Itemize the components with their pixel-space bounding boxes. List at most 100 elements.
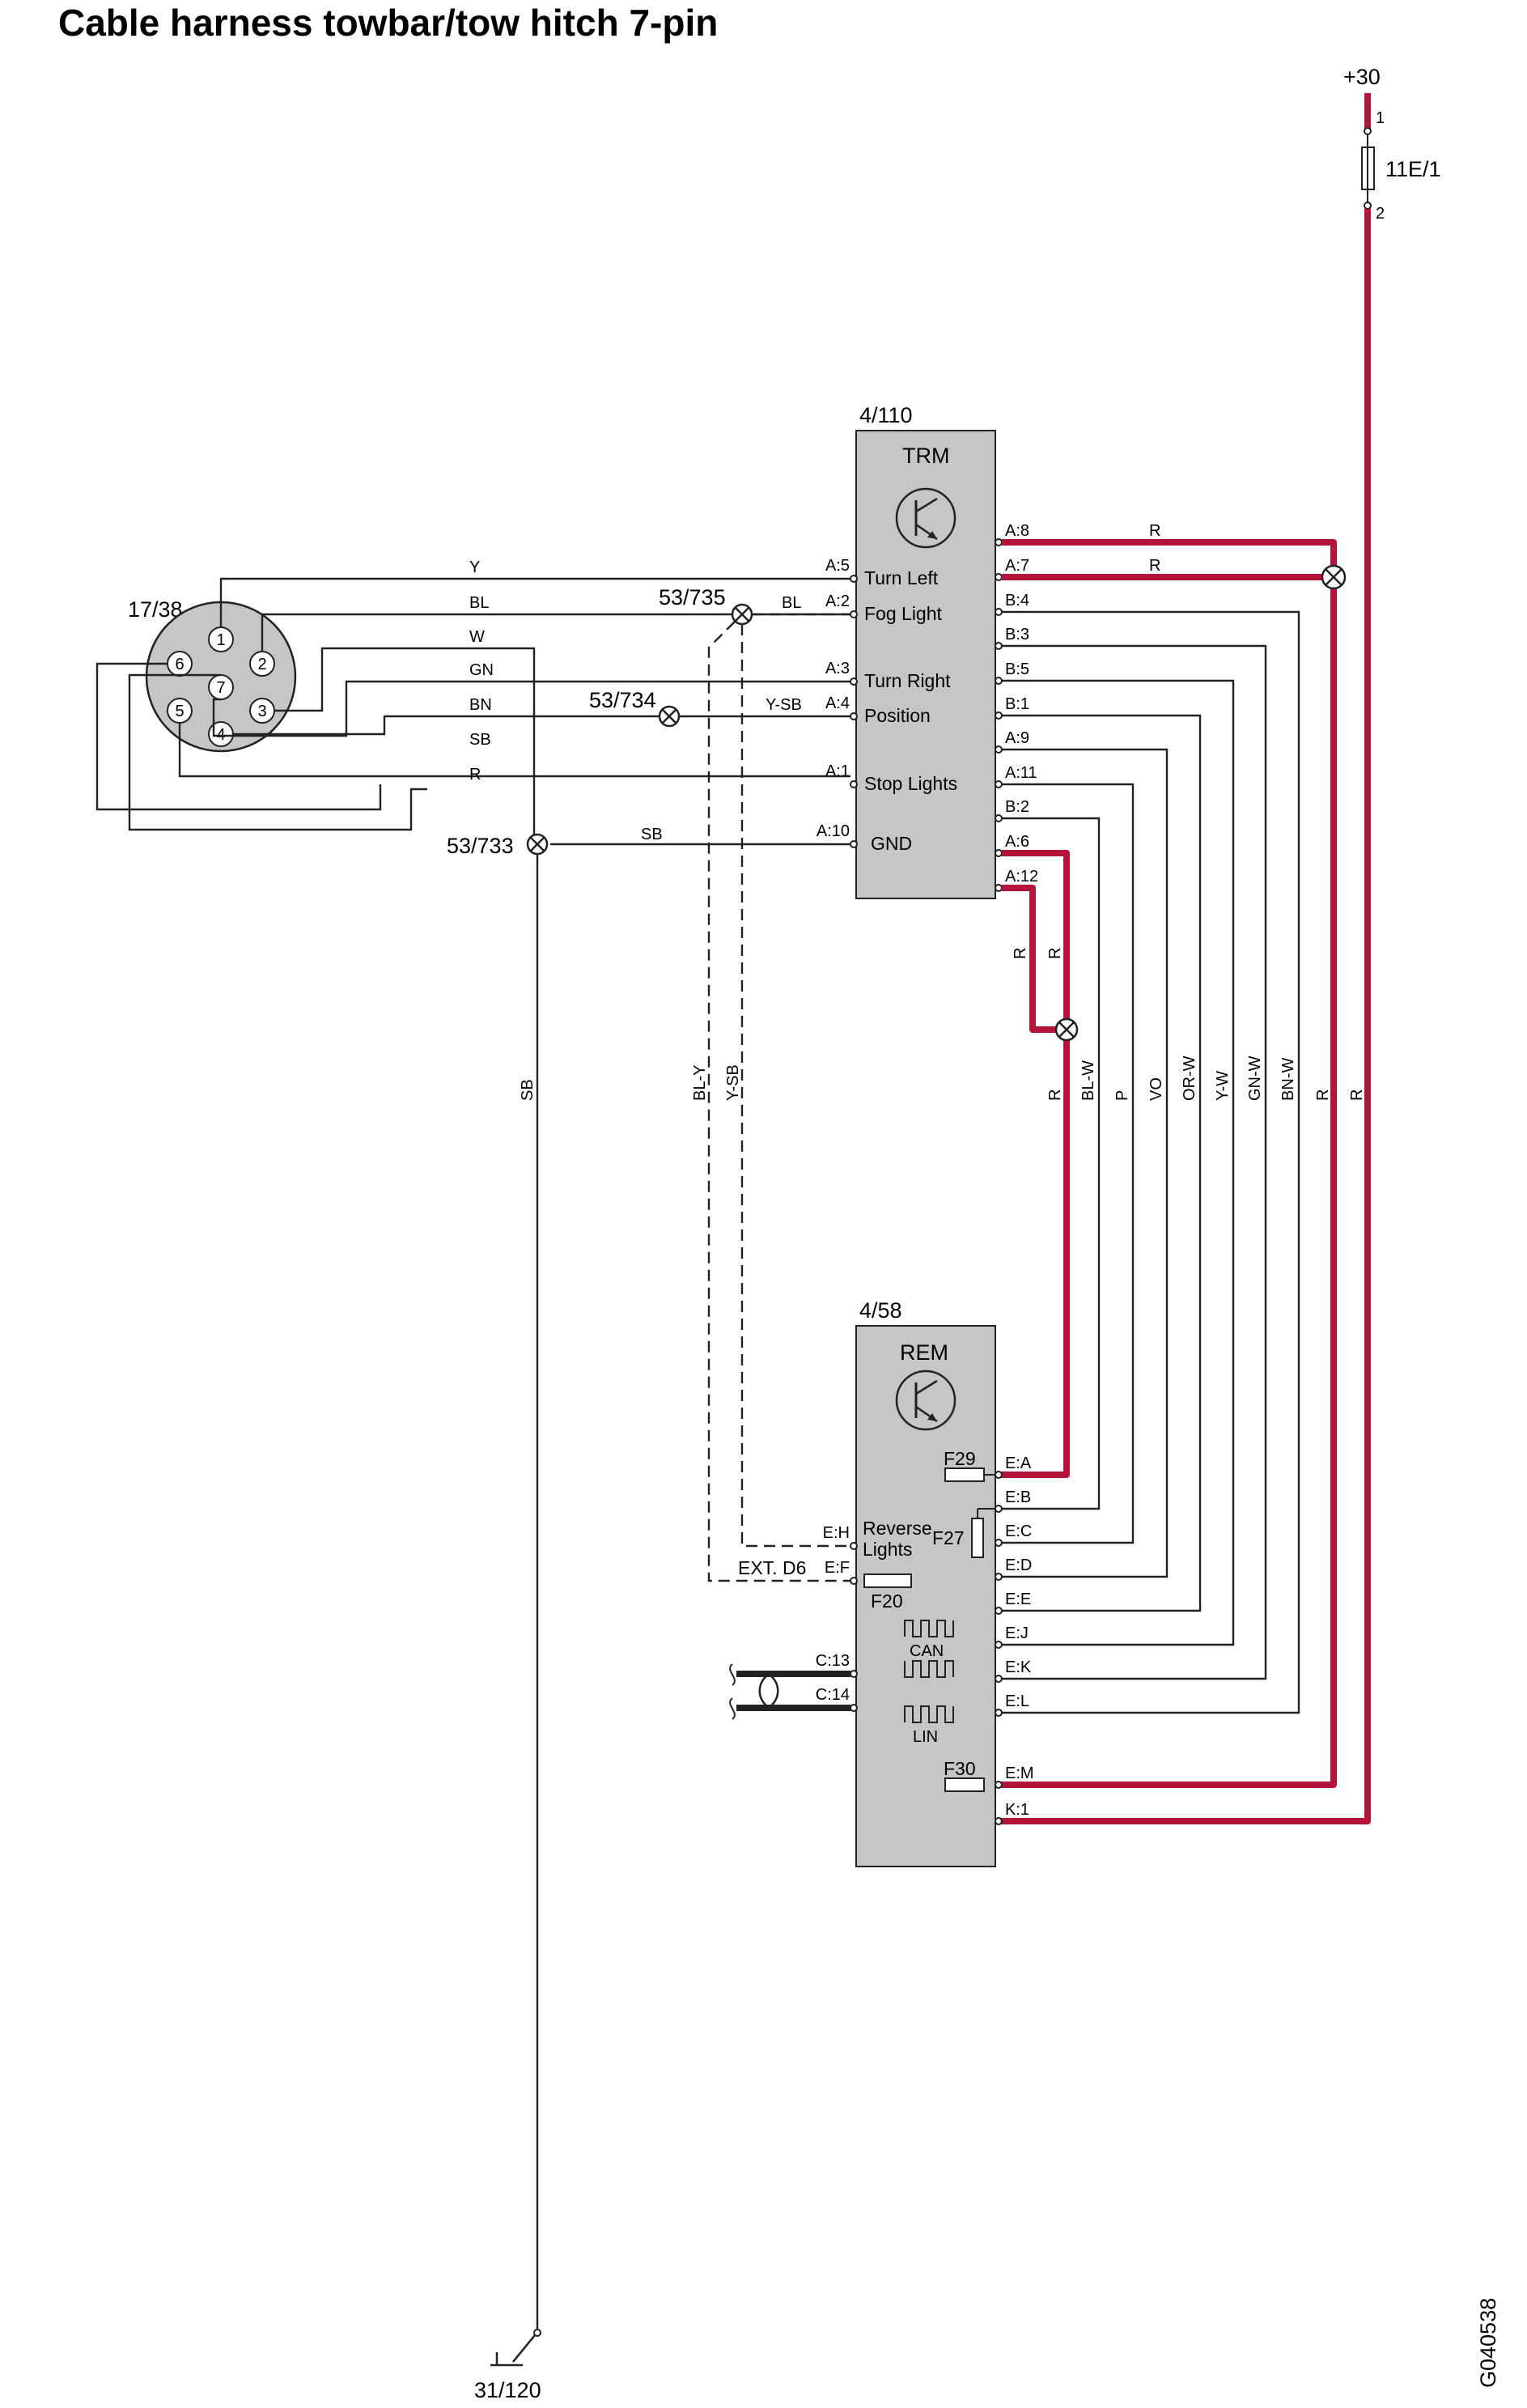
rem-ext-d6-label: EXT. D6: [738, 1557, 806, 1578]
wire-label-y-sb: Y-SB: [724, 1064, 742, 1101]
trm-func-turn-left: Turn Left: [864, 567, 939, 588]
wire-label-ysb-trm: Y-SB: [766, 696, 802, 714]
supply-label: +30: [1343, 65, 1381, 89]
trm-left-pins: [850, 575, 858, 848]
rem-pin-ed: E:D: [1005, 1556, 1032, 1574]
rem-pin-em: E:M: [1005, 1765, 1034, 1782]
fuse-11e1-pin2: [1364, 202, 1372, 210]
rem-pin-c13: C:13: [816, 1652, 850, 1670]
rem-pin-eh: E:H: [823, 1524, 850, 1542]
wire-label-sb-vertical: SB: [519, 1079, 537, 1101]
rem-pin-ej: E:J: [1005, 1624, 1029, 1642]
doc-code: G040538: [1476, 2298, 1500, 2388]
trm-pin-a10: A:10: [817, 822, 850, 840]
trm-func-turn-right: Turn Right: [864, 670, 951, 691]
rem-reverse-label-1: Reverse: [863, 1518, 932, 1539]
wire-label-r-short1: R: [1012, 948, 1029, 959]
wire-label-sb: SB: [469, 731, 491, 749]
fuse-f20-symbol: [863, 1573, 912, 1588]
rem-pin-ea: E:A: [1005, 1455, 1032, 1472]
rem-pin-k1: K:1: [1005, 1801, 1029, 1819]
wire-label-bl: BL: [469, 594, 489, 612]
connector-pin-6: 6: [175, 656, 184, 673]
trm-pin-a1: A:1: [825, 762, 850, 780]
wire-label-v-r: R: [1046, 1089, 1064, 1101]
rem-id: 4/58: [859, 1298, 902, 1323]
fuse-f27-label: F27: [932, 1527, 965, 1548]
trm-pin-a12: A:12: [1005, 868, 1038, 885]
trm-module: [855, 430, 996, 899]
lin-label: LIN: [913, 1728, 938, 1746]
connector-pin-5: 5: [175, 703, 184, 720]
connector-pin-7: 7: [216, 679, 225, 697]
wire-ysb-dashed-to-rem-eh: [740, 624, 850, 1548]
fuse-f30-symbol: [944, 1777, 985, 1792]
splice-label-53-733: 53/733: [447, 834, 514, 858]
rem-pin-el: E:L: [1005, 1692, 1029, 1710]
connector-pin-1: 1: [216, 631, 225, 649]
connector-pin-3: 3: [257, 703, 266, 720]
wire-r-to-rem-em: [999, 577, 1337, 1788]
splice-right-top: [1321, 564, 1347, 590]
fuse-f27-symbol: [971, 1518, 984, 1558]
fuse-f29-symbol: [944, 1467, 985, 1482]
wire-label-v-r2: R: [1314, 1089, 1332, 1101]
fuse-pin-in-label: 1: [1376, 109, 1385, 127]
wire-bl-y-dashed-to-rem-ef: [707, 621, 850, 1582]
trm-func-fog-light: Fog Light: [864, 603, 943, 624]
trm-pin-a7: A:7: [1005, 557, 1029, 575]
ground-switch-symbol: [490, 2329, 541, 2367]
wire-label-v-p: P: [1113, 1090, 1131, 1101]
trm-name: TRM: [902, 444, 949, 468]
trm-pin-b4: B:4: [1005, 592, 1029, 609]
can-label: CAN: [910, 1642, 944, 1660]
rem-reverse-label-2: Lights: [863, 1539, 912, 1560]
trm-pin-a2: A:2: [825, 592, 850, 610]
trm-pin-b5: B:5: [1005, 660, 1029, 678]
wire-label-r-short2: R: [1046, 948, 1064, 959]
connector-harness-wires: [95, 577, 850, 844]
trm-pin-a4: A:4: [825, 694, 850, 712]
wire-label-bn: BN: [469, 696, 492, 714]
trm-pin-b2: B:2: [1005, 798, 1029, 816]
rem-transistor-icon: [895, 1370, 956, 1431]
trm-func-gnd: GND: [871, 833, 912, 854]
wire-trm-a8-r: [1002, 539, 1337, 577]
rem-pin-eb: E:B: [1005, 1489, 1031, 1506]
trm-id: 4/110: [859, 403, 913, 427]
wire-label-bl-trm: BL: [782, 594, 801, 612]
connector-pin-circles: [167, 626, 275, 747]
rem-pin-ec: E:C: [1005, 1523, 1032, 1540]
fuse-f20-label: F20: [871, 1590, 903, 1612]
connector-id: 17/38: [128, 597, 183, 622]
rem-name: REM: [900, 1340, 948, 1365]
rem-pin-ee: E:E: [1005, 1590, 1031, 1608]
wire-label-w: W: [469, 628, 485, 646]
rem-pin-ef: E:F: [825, 1559, 850, 1577]
splice-a6-a12: [1054, 1017, 1079, 1042]
trm-pin-a8: A:8: [1005, 522, 1029, 540]
wire-label-v-y-w: Y-W: [1214, 1071, 1232, 1101]
rem-left-pins: [850, 1542, 858, 1712]
trm-transistor-icon: [895, 487, 956, 549]
rem-module: [855, 1325, 996, 1867]
wire-label-v-r3: R: [1348, 1089, 1366, 1101]
page-title: Cable harness towbar/tow hitch 7-pin: [58, 2, 718, 44]
wire-label-gnd-sb: SB: [641, 826, 663, 843]
wire-label-v-bn-w: BN-W: [1279, 1058, 1297, 1101]
wire-label-v-vo: VO: [1147, 1077, 1165, 1101]
trm-func-stop-lights: Stop Lights: [864, 773, 957, 794]
twisted-pair-symbol: [729, 1663, 779, 1720]
trm-pin-a6: A:6: [1005, 833, 1029, 851]
wire-label-bl-y: BL-Y: [691, 1065, 709, 1101]
wire-label-r: R: [469, 766, 481, 784]
fuse-f29-label: F29: [944, 1448, 976, 1469]
wire-supply-to-rem-k1: [999, 209, 1371, 1824]
splice-53-734: [658, 705, 681, 728]
wire-label-r-top2: R: [1149, 557, 1160, 575]
fuse-pin-out-label: 2: [1376, 205, 1385, 223]
wire-label-v-or-w: OR-W: [1181, 1055, 1198, 1101]
trm-pin-b1: B:1: [1005, 695, 1029, 713]
